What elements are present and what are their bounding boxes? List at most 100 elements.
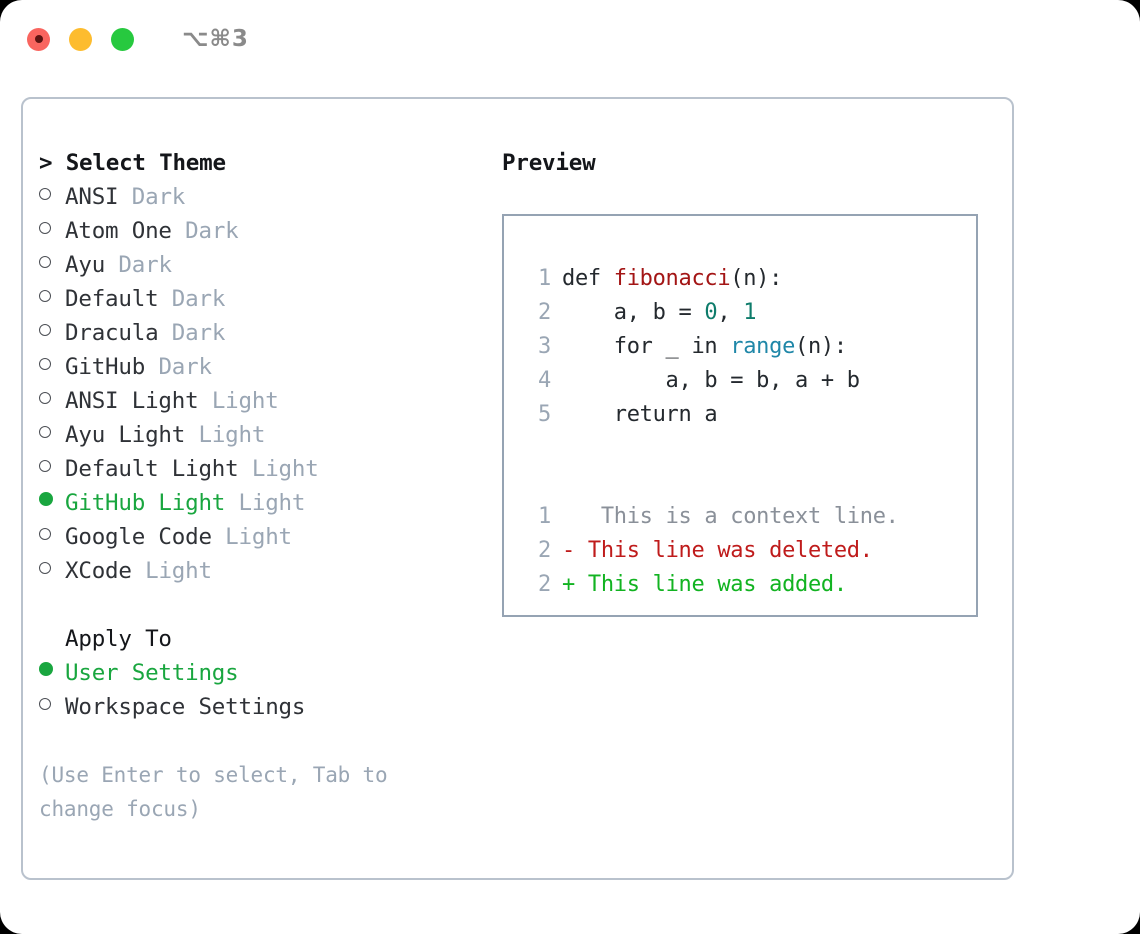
diff-marker (562, 500, 575, 534)
theme-item-default-light[interactable]: Default Light Light (39, 452, 489, 486)
code-blank-line (523, 466, 976, 500)
minimize-button[interactable] (69, 27, 92, 51)
theme-label: Dracula (65, 320, 159, 346)
line-number: 5 (538, 402, 551, 427)
diff-marker: - (562, 538, 575, 563)
code-blank-line (523, 432, 976, 466)
code-content: for _ in range(n): (562, 330, 847, 364)
code-token: , (717, 300, 744, 325)
code-line: 4 a, b = b, a + b (523, 364, 976, 398)
maximize-button[interactable] (111, 27, 134, 51)
theme-item-ansi-dark[interactable]: ANSI Dark (39, 180, 489, 214)
theme-list: ANSI Dark Atom One Dark Ayu (39, 180, 489, 588)
line-number: 2 (538, 572, 551, 597)
theme-item-ansi-light[interactable]: ANSI Light Light (39, 384, 489, 418)
theme-label: Ayu (65, 252, 106, 278)
radio-selected-icon (39, 492, 65, 506)
code-token: 0 (704, 300, 718, 325)
code-content: return a (562, 398, 718, 432)
code-line: 3 for _ in range(n): (523, 330, 976, 364)
main-panel: > Select Theme ANSI Dark Atom One Dark (21, 97, 1014, 880)
radio-unselected-icon (39, 256, 65, 268)
line-number: 3 (538, 334, 551, 359)
apply-to-workspace-settings[interactable]: Workspace Settings (39, 690, 489, 724)
radio-unselected-icon (39, 562, 65, 574)
code-line: 1 def fibonacci(n): (523, 262, 976, 296)
code-token: range (730, 334, 796, 359)
apply-to-heading: Apply To (65, 626, 172, 652)
theme-tag: Light (238, 490, 306, 516)
select-theme-heading: > Select Theme (39, 150, 226, 176)
line-number: 2 (538, 538, 551, 563)
apply-to-section: Apply To User Settings Workspace Setting… (39, 622, 489, 724)
line-number: 1 (538, 504, 551, 529)
code-token: return a (562, 402, 718, 427)
apply-to-label: User Settings (65, 660, 239, 686)
theme-label: GitHub Light (65, 490, 226, 516)
keyboard-hint-text: (Use Enter to select, Tab to change focu… (39, 763, 388, 821)
code-token: def (562, 266, 614, 291)
radio-unselected-icon (39, 460, 65, 472)
theme-tag: Light (225, 524, 292, 550)
radio-unselected-icon (39, 358, 65, 370)
theme-label: ANSI (65, 184, 119, 210)
window-controls (27, 27, 134, 51)
theme-label: Default (65, 286, 159, 312)
theme-tag: Dark (185, 218, 239, 244)
radio-unselected-icon (39, 324, 65, 336)
theme-tag: Dark (131, 184, 186, 210)
preview-column: Preview 1 def fibonacci(n): 2 a, b = 0, … (502, 146, 1002, 617)
theme-item-default-dark[interactable]: Default Dark (39, 282, 489, 316)
code-content: a, b = 0, 1 (562, 296, 757, 330)
diff-text: This line was added. (574, 572, 847, 597)
theme-label: GitHub (65, 354, 146, 380)
code-line: 2 a, b = 0, 1 (523, 296, 976, 330)
theme-tag: Dark (171, 320, 226, 346)
radio-unselected-icon (39, 222, 65, 234)
theme-item-github-light[interactable]: GitHub Light Light (39, 486, 489, 520)
diff-line-added: 2 + This line was added. (523, 568, 976, 602)
code-token: a, b = (562, 300, 705, 325)
radio-unselected-icon (39, 698, 65, 710)
theme-tag: Dark (171, 286, 226, 312)
theme-label: ANSI Light (65, 388, 199, 414)
code-token: 1 (743, 300, 757, 325)
code-token: (n): (730, 266, 783, 291)
code-line: 5 return a (523, 398, 976, 432)
code-token: a, b = b, a + b (562, 368, 861, 393)
theme-item-xcode[interactable]: XCode Light (39, 554, 489, 588)
theme-item-ayu-dark[interactable]: Ayu Dark (39, 248, 489, 282)
theme-tag: Light (145, 558, 212, 584)
theme-item-dracula-dark[interactable]: Dracula Dark (39, 316, 489, 350)
theme-tag: Dark (158, 354, 212, 380)
theme-label: Ayu Light (65, 422, 186, 448)
code-token: (n): (795, 334, 847, 359)
preview-box: 1 def fibonacci(n): 2 a, b = 0, 1 3 for … (502, 214, 978, 617)
theme-tag: Dark (118, 252, 172, 278)
radio-unselected-icon (39, 188, 65, 200)
close-pip-icon (34, 35, 43, 43)
radio-unselected-icon (39, 528, 65, 540)
code-content: def fibonacci(n): (562, 262, 782, 296)
theme-item-ayu-light[interactable]: Ayu Light Light (39, 418, 489, 452)
diff-marker: + (562, 572, 575, 597)
line-number: 4 (538, 368, 551, 393)
theme-label: Default Light (65, 456, 239, 482)
theme-item-atom-one-dark[interactable]: Atom One Dark (39, 214, 489, 248)
keyboard-shortcut-label: ⌥⌘3 (182, 26, 249, 52)
theme-label: Google Code (65, 524, 212, 550)
theme-item-github-dark[interactable]: GitHub Dark (39, 350, 489, 384)
code-content: a, b = b, a + b (562, 364, 861, 398)
diff-text: This is a context line. (574, 504, 899, 529)
apply-to-user-settings[interactable]: User Settings (39, 656, 489, 690)
close-button[interactable] (27, 27, 50, 51)
apply-to-label: Workspace Settings (65, 694, 306, 720)
radio-unselected-icon (39, 392, 65, 404)
radio-unselected-icon (39, 426, 65, 438)
theme-item-google-code[interactable]: Google Code Light (39, 520, 489, 554)
radio-selected-icon (39, 662, 65, 676)
radio-unselected-icon (39, 290, 65, 302)
line-number: 1 (538, 266, 551, 291)
diff-line-context: 1 This is a context line. (523, 500, 976, 534)
